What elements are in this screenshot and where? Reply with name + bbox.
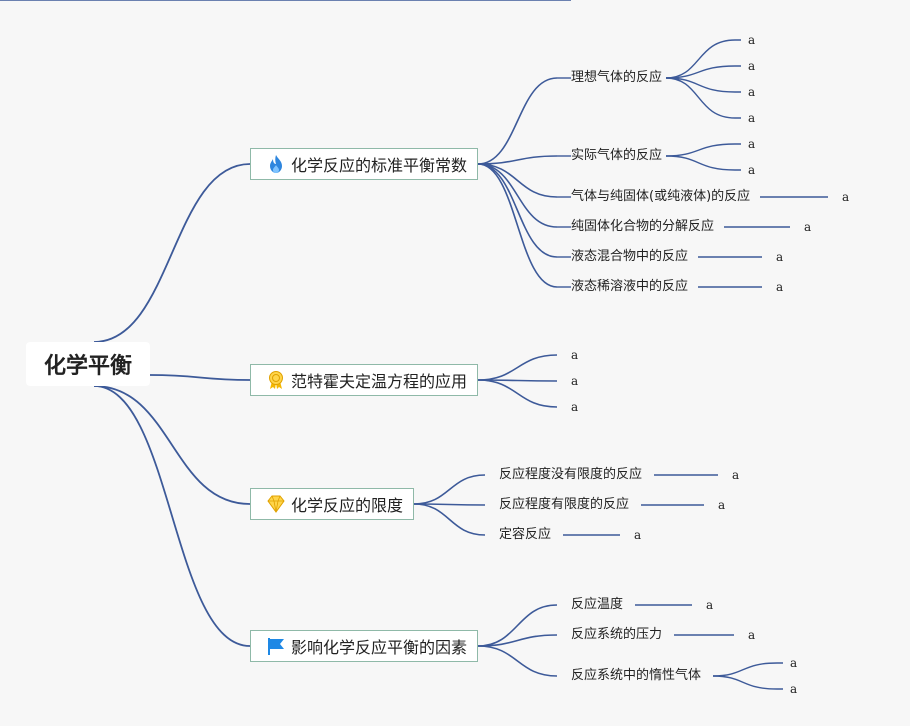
connector (477, 163, 558, 258)
subtopic-inert-gas[interactable]: 反应系统中的惰性气体 (571, 668, 702, 683)
connector (665, 155, 741, 171)
leaf-node[interactable]: a (748, 85, 756, 99)
leaf-node[interactable]: a (790, 656, 798, 670)
branch-reaction-limit[interactable]: 化学反应的限度 (250, 488, 415, 520)
subtopic-pressure[interactable]: 反应系统的压力 (571, 627, 663, 642)
connector (477, 604, 558, 647)
branch-label: 化学反应的限度 (291, 496, 404, 515)
subtopic-solid-decomposition[interactable]: 纯固体化合物的分解反应 (571, 219, 715, 234)
subtopic-liquid-mixture-reaction[interactable]: 液态混合物中的反应 (571, 249, 689, 264)
leaf-node[interactable]: a (790, 682, 798, 696)
leaf-node[interactable]: a (776, 250, 784, 264)
connector (477, 634, 558, 647)
connector (149, 374, 251, 381)
leaf-node[interactable]: a (718, 498, 726, 512)
subtopic-unlimited-reaction[interactable]: 反应程度没有限度的反应 (499, 467, 643, 482)
leaf-node[interactable]: a (748, 33, 756, 47)
subtopic-ideal-gas-reaction[interactable]: 理想气体的反应 (571, 70, 663, 85)
connector (477, 645, 558, 677)
subtopic-dilute-solution-reaction[interactable]: 液态稀溶液中的反应 (571, 279, 689, 294)
leaf-node[interactable]: a (634, 528, 642, 542)
connector (477, 379, 558, 408)
leaf-node[interactable]: a (748, 111, 756, 125)
diamond-icon (265, 493, 287, 515)
leaf-node[interactable]: a (571, 348, 579, 362)
leaf-node[interactable]: a (842, 190, 850, 204)
connector (477, 354, 558, 381)
leaf-node[interactable]: a (732, 468, 740, 482)
subtopic-real-gas-reaction[interactable]: 实际气体的反应 (571, 148, 663, 163)
connector (93, 163, 251, 343)
subtopic-limited-reaction[interactable]: 反应程度有限度的反应 (499, 497, 630, 512)
leaf-node[interactable]: a (748, 628, 756, 642)
leaf-node[interactable]: a (571, 400, 579, 414)
connector (413, 503, 486, 536)
flag-icon (265, 635, 287, 657)
branch-label: 范特霍夫定温方程的应用 (291, 372, 468, 391)
branch-vant-hoff-isotherm[interactable]: 范特霍夫定温方程的应用 (250, 364, 479, 396)
connector (477, 163, 558, 198)
connector (413, 474, 486, 505)
connector (665, 39, 741, 79)
connector (93, 385, 251, 647)
branch-influencing-factors[interactable]: 影响化学反应平衡的因素 (250, 630, 479, 662)
connector (93, 385, 251, 505)
connector (665, 143, 741, 157)
leaf-node[interactable]: a (571, 374, 579, 388)
leaf-node[interactable]: a (776, 280, 784, 294)
connector (477, 163, 558, 288)
connector (477, 77, 558, 165)
fire-icon (265, 153, 287, 175)
branch-standard-equilibrium-constant[interactable]: 化学反应的标准平衡常数 (250, 148, 479, 180)
subtopic-constant-volume-reaction[interactable]: 定容反应 (499, 527, 552, 542)
leaf-node[interactable]: a (748, 137, 756, 151)
leaf-node[interactable]: a (748, 163, 756, 177)
leaf-node[interactable]: a (706, 598, 714, 612)
root-topic[interactable]: 化学平衡 (26, 342, 150, 386)
connector (477, 155, 558, 165)
award-ribbon-icon (265, 369, 287, 391)
connector (712, 662, 783, 677)
subtopic-gas-solid-reaction[interactable]: 气体与纯固体(或纯液体)的反应 (571, 189, 751, 204)
connector (712, 675, 783, 690)
subtopic-temperature[interactable]: 反应温度 (571, 597, 624, 612)
connector (665, 65, 741, 79)
connector (665, 77, 741, 93)
branch-label: 化学反应的标准平衡常数 (291, 156, 468, 175)
connector (665, 77, 741, 119)
leaf-node[interactable]: a (804, 220, 812, 234)
leaf-node[interactable]: a (748, 59, 756, 73)
branch-label: 影响化学反应平衡的因素 (291, 638, 468, 657)
